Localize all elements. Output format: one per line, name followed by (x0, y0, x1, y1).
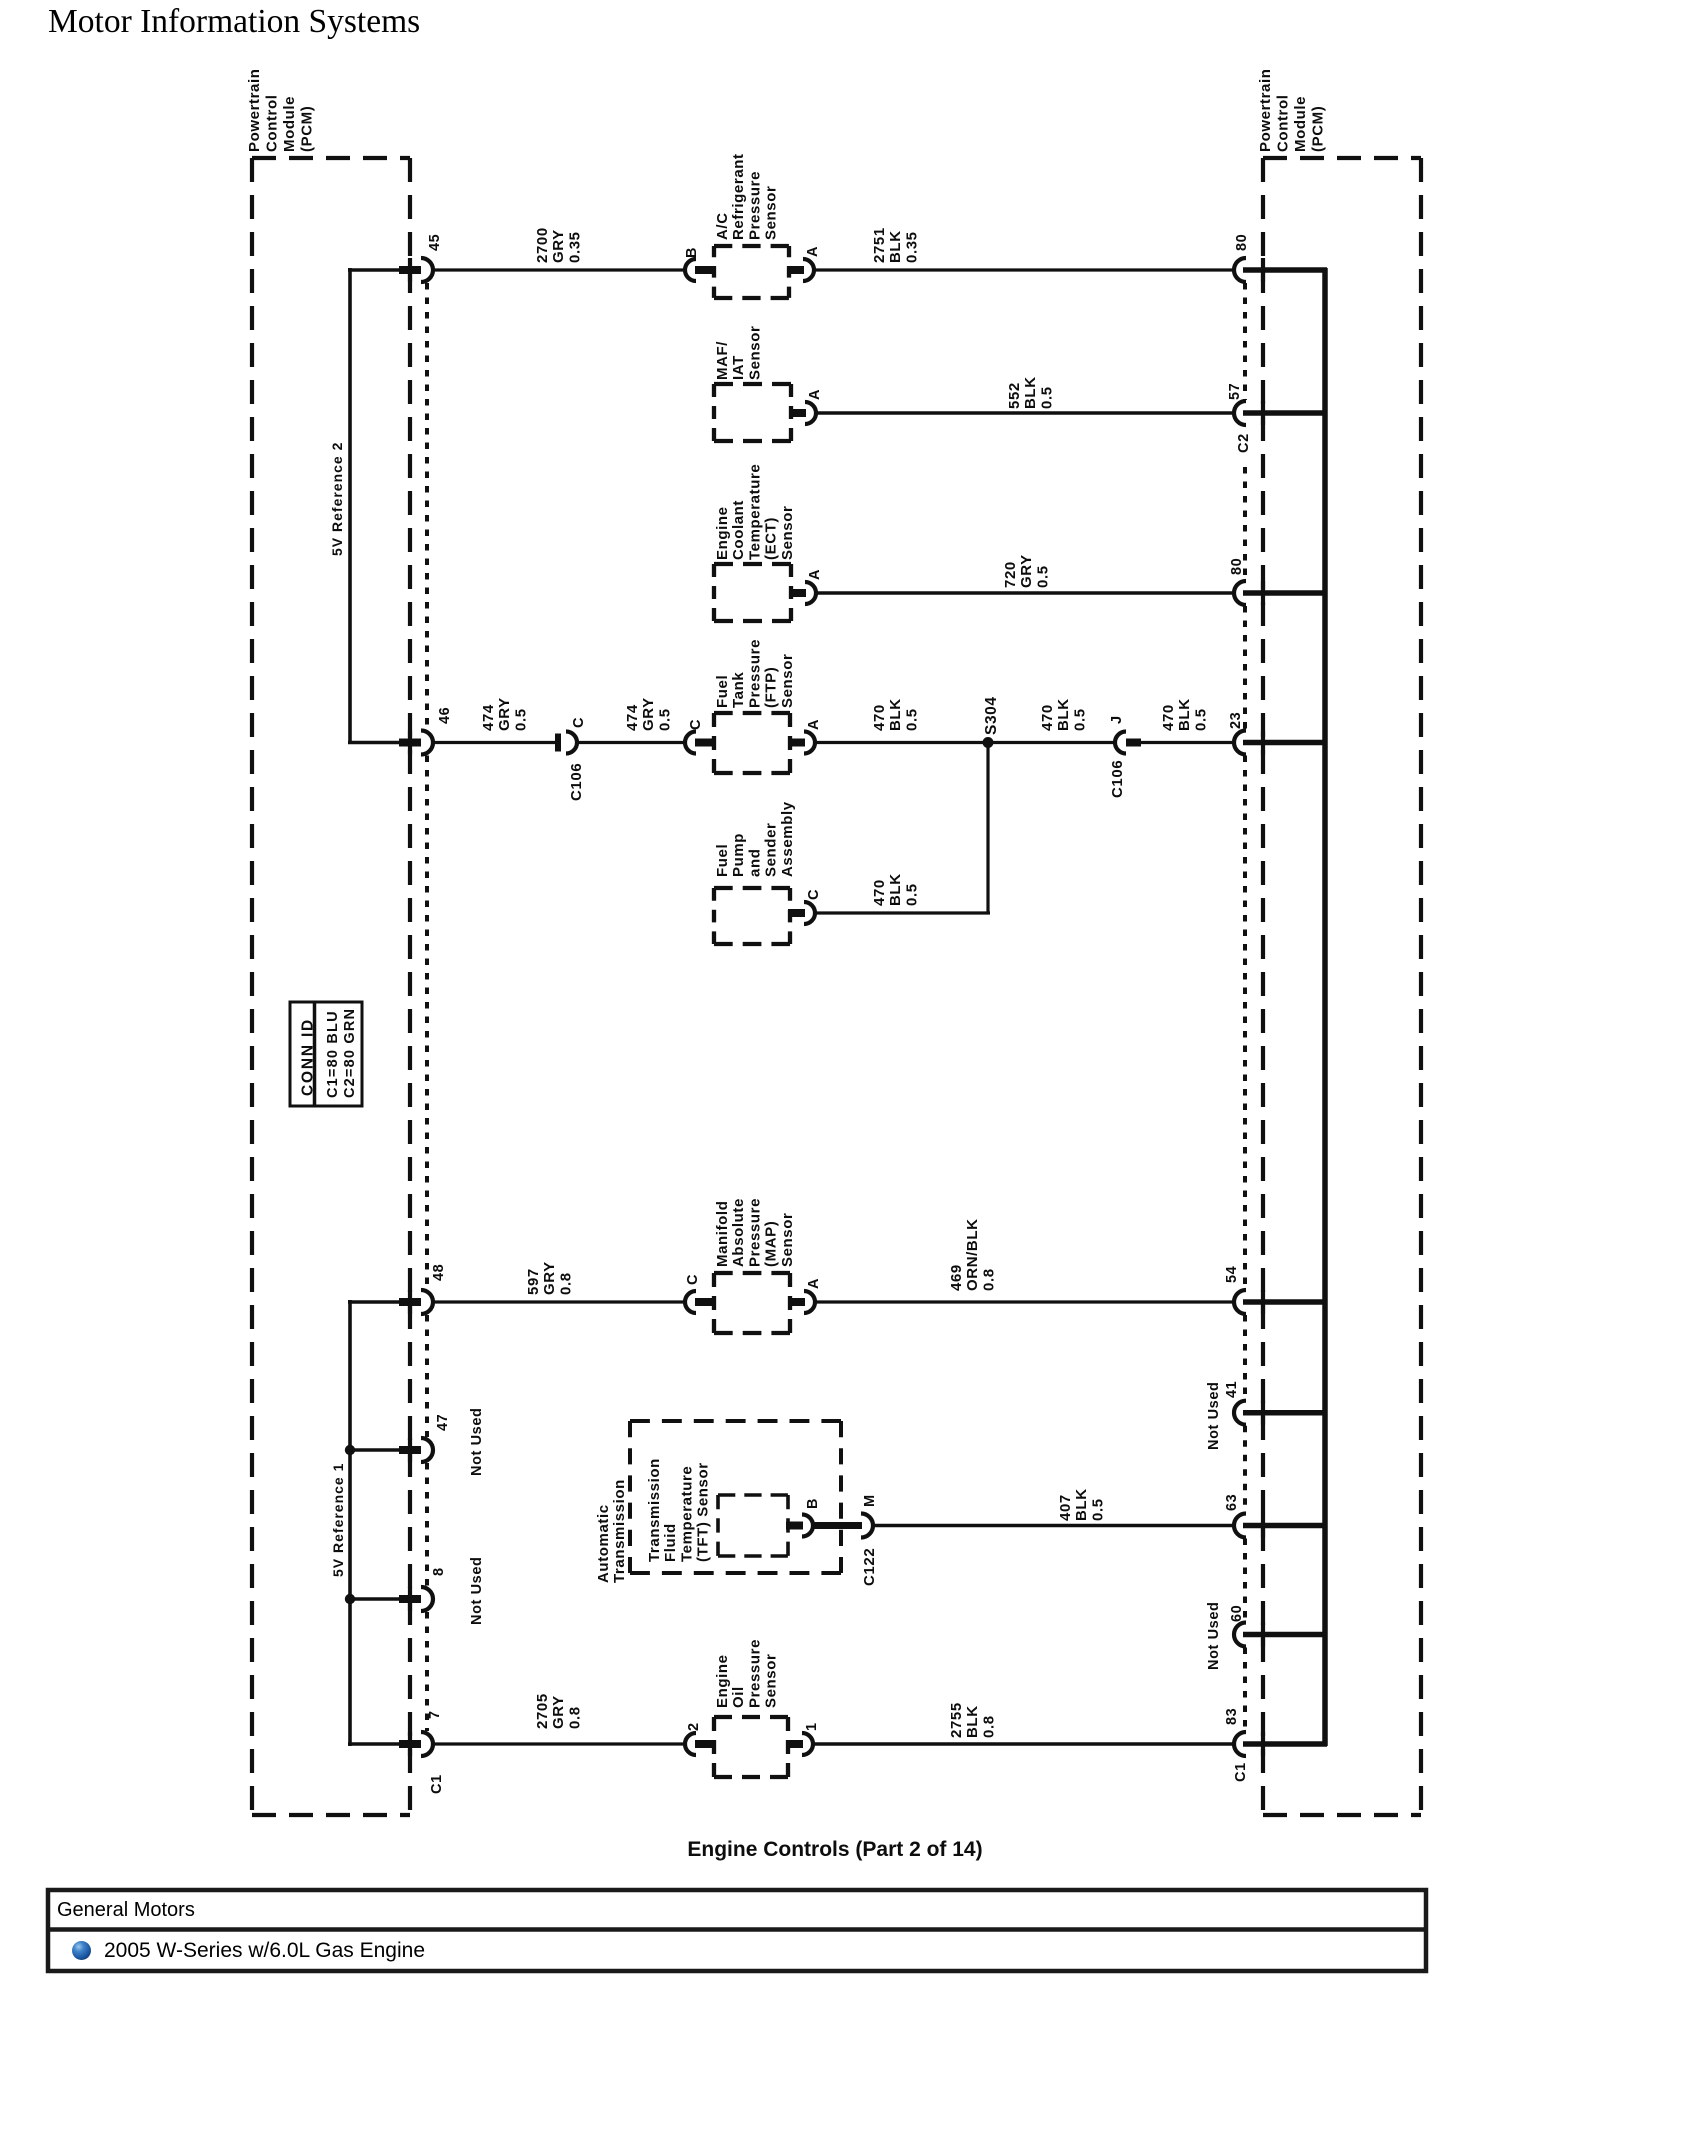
svg-text:2005 W-Series w/6.0L Gas Engin: 2005 W-Series w/6.0L Gas Engine (104, 1939, 425, 1962)
svg-text:S304: S304 (983, 696, 1000, 735)
svg-text:80: 80 (1229, 558, 1245, 575)
svg-text:M: M (862, 1494, 878, 1507)
svg-text:83: 83 (1224, 1708, 1240, 1725)
svg-text:B: B (805, 1498, 821, 1509)
svg-text:TransmissionFluidTemperature(T: TransmissionFluidTemperature(TFT) Sensor (646, 1458, 712, 1562)
svg-text:MAF/IATSensor: MAF/IATSensor (714, 326, 763, 380)
svg-text:48: 48 (431, 1264, 447, 1281)
svg-text:Not Used: Not Used (1206, 1602, 1222, 1670)
svg-text:Motor Information Systems: Motor Information Systems (48, 3, 420, 40)
svg-text:60: 60 (1229, 1605, 1245, 1622)
svg-text:407BLK0.5: 407BLK0.5 (1057, 1488, 1106, 1521)
svg-text:2705GRY0.8: 2705GRY0.8 (534, 1693, 583, 1729)
svg-text:54: 54 (1224, 1266, 1240, 1283)
svg-text:PowertrainControlModule(PCM): PowertrainControlModule(PCM) (246, 68, 316, 152)
svg-text:2: 2 (686, 1722, 702, 1731)
svg-text:CONN ID: CONN ID (300, 1018, 317, 1096)
svg-text:470BLK0.5: 470BLK0.5 (871, 698, 920, 731)
svg-text:FuelTankPressure(FTP)Sensor: FuelTankPressure(FTP)Sensor (714, 639, 796, 708)
svg-text:23: 23 (1228, 712, 1244, 729)
svg-text:General Motors: General Motors (57, 1899, 195, 1921)
svg-text:470BLK0.5: 470BLK0.5 (1160, 698, 1209, 731)
svg-text:C106: C106 (1109, 760, 1126, 798)
svg-text:A/CRefrigerantPressureSensor: A/CRefrigerantPressureSensor (714, 153, 780, 240)
svg-text:ManifoldAbsolutePressure(MAP)S: ManifoldAbsolutePressure(MAP)Sensor (714, 1198, 796, 1267)
svg-text:474GRY0.5: 474GRY0.5 (624, 697, 673, 731)
svg-text:FuelPumpandSenderAssembly: FuelPumpandSenderAssembly (714, 801, 796, 877)
svg-text:PowertrainControlModule(PCM): PowertrainControlModule(PCM) (1257, 68, 1327, 152)
svg-text:EngineCoolantTemperature(ECT)S: EngineCoolantTemperature(ECT)Sensor (714, 464, 796, 560)
svg-text:46: 46 (437, 707, 453, 724)
svg-text:C: C (806, 889, 822, 900)
svg-text:AutomaticTransmission: AutomaticTransmission (595, 1479, 628, 1583)
svg-text:1: 1 (804, 1722, 820, 1731)
svg-text:474GRY0.5: 474GRY0.5 (480, 697, 529, 731)
svg-text:J: J (1109, 715, 1125, 724)
svg-text:Not Used: Not Used (469, 1408, 485, 1476)
svg-text:5V Reference 1: 5V Reference 1 (330, 1463, 346, 1577)
svg-text:A: A (805, 246, 821, 257)
svg-text:C2: C2 (1236, 433, 1252, 453)
svg-text:A: A (807, 569, 823, 580)
svg-text:A: A (806, 1278, 822, 1289)
svg-text:C1=80 BLUC2=80 GRN: C1=80 BLUC2=80 GRN (325, 1008, 358, 1098)
svg-text:C: C (571, 717, 587, 728)
svg-text:470BLK0.5: 470BLK0.5 (1039, 698, 1088, 731)
svg-text:41: 41 (1224, 1381, 1240, 1398)
svg-text:552BLK0.5: 552BLK0.5 (1006, 376, 1055, 409)
svg-text:C: C (688, 719, 704, 730)
svg-text:5V Reference 2: 5V Reference 2 (329, 442, 345, 556)
svg-text:47: 47 (435, 1414, 451, 1431)
svg-text:469ORN/BLK0.8: 469ORN/BLK0.8 (948, 1218, 997, 1291)
svg-text:2751BLK0.35: 2751BLK0.35 (871, 227, 920, 263)
svg-text:B: B (684, 247, 700, 258)
svg-text:Engine Controls (Part 2 of 14): Engine Controls (Part 2 of 14) (687, 1838, 982, 1861)
svg-text:C1: C1 (1233, 1762, 1249, 1782)
svg-text:470BLK0.5: 470BLK0.5 (871, 873, 920, 906)
svg-text:597GRY0.8: 597GRY0.8 (525, 1261, 574, 1295)
svg-text:63: 63 (1224, 1494, 1240, 1511)
svg-text:7: 7 (427, 1710, 443, 1719)
svg-text:EngineOilPressureSensor: EngineOilPressureSensor (714, 1639, 780, 1708)
svg-text:80: 80 (1234, 234, 1250, 251)
svg-text:8: 8 (431, 1567, 447, 1576)
svg-text:720GRY0.5: 720GRY0.5 (1002, 554, 1051, 588)
svg-text:2755BLK0.8: 2755BLK0.8 (948, 1702, 997, 1738)
svg-text:Not Used: Not Used (469, 1557, 485, 1625)
svg-text:57: 57 (1227, 383, 1243, 400)
svg-text:C: C (685, 1274, 701, 1285)
svg-text:45: 45 (427, 234, 443, 251)
svg-text:C1: C1 (429, 1774, 445, 1794)
svg-text:C106: C106 (568, 763, 585, 801)
svg-text:A: A (807, 389, 823, 400)
svg-text:A: A (806, 719, 822, 730)
svg-text:Not Used: Not Used (1206, 1382, 1222, 1450)
svg-text:2700GRY0.35: 2700GRY0.35 (534, 227, 583, 263)
svg-text:C122: C122 (861, 1548, 878, 1586)
